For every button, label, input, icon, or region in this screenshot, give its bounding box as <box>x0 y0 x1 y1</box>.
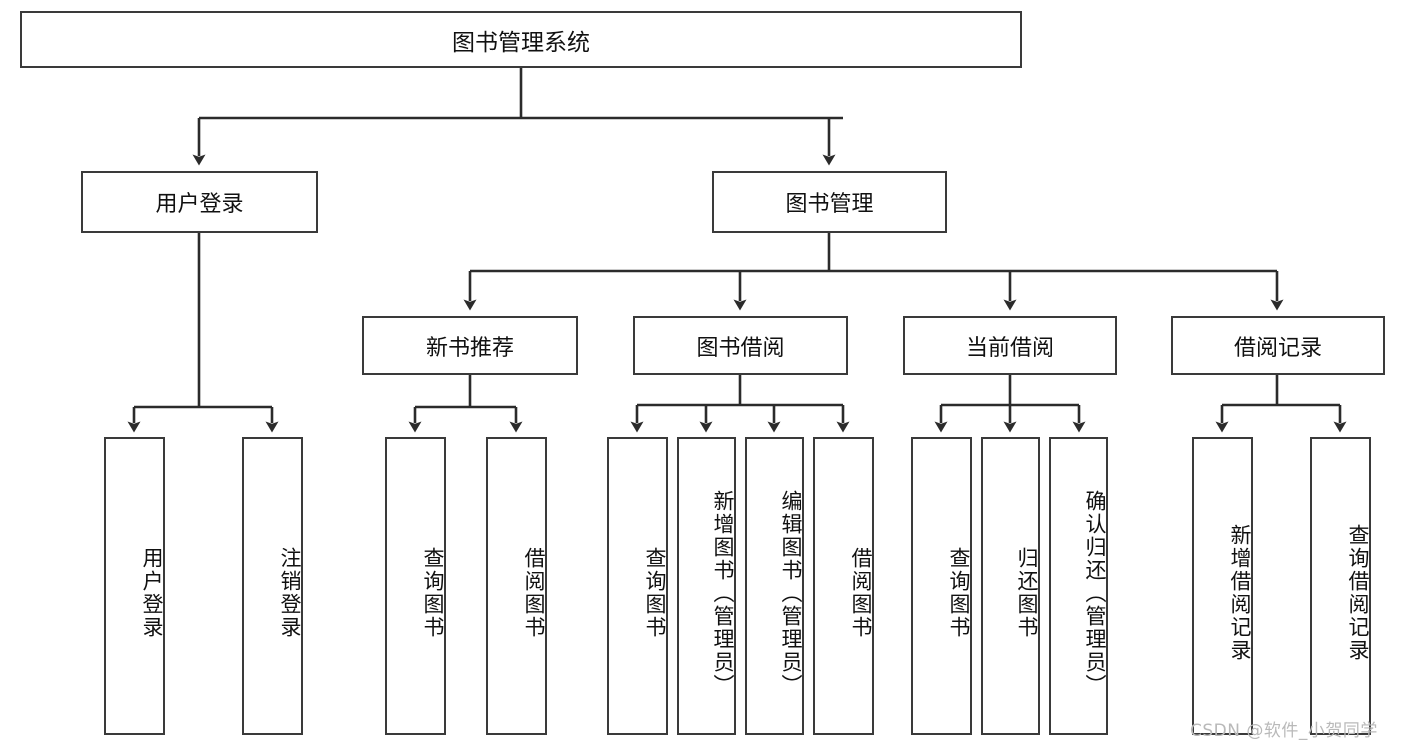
node-borrow-record[interactable]: 借阅记录 <box>1171 316 1385 375</box>
node-label: 编辑图书（管理员） <box>779 489 803 697</box>
node-label: 用户登录 <box>155 192 244 217</box>
node-label: 查询图书 <box>421 547 445 639</box>
node-label: 新书推荐 <box>425 335 514 361</box>
leaf-book-borrow-edit-book-admin[interactable]: 编辑图书（管理员） <box>745 437 804 735</box>
node-label: 查询图书 <box>947 547 971 639</box>
node-label: 用户登录 <box>140 547 164 639</box>
leaf-current-borrow-query-book[interactable]: 查询图书 <box>911 437 972 735</box>
leaf-book-borrow-query-book[interactable]: 查询图书 <box>607 437 668 735</box>
node-label: 借阅图书 <box>522 547 546 639</box>
node-label: 图书管理 <box>785 192 874 217</box>
node-label: 归还图书 <box>1015 547 1039 639</box>
leaf-new-book-query-book[interactable]: 查询图书 <box>385 437 446 735</box>
node-new-book-recommend[interactable]: 新书推荐 <box>362 316 578 375</box>
node-book-borrow[interactable]: 图书借阅 <box>633 316 848 375</box>
leaf-book-borrow-add-book-admin[interactable]: 新增图书（管理员） <box>677 437 736 735</box>
node-label: 当前借阅 <box>965 335 1054 361</box>
node-user-login[interactable]: 用户登录 <box>81 171 318 233</box>
node-label: 图书借阅 <box>696 335 785 361</box>
leaf-current-borrow-confirm-return-admin[interactable]: 确认归还（管理员） <box>1049 437 1108 735</box>
node-label: 新增图书（管理员） <box>711 489 735 697</box>
leaf-new-book-borrow-book[interactable]: 借阅图书 <box>486 437 547 735</box>
node-root-book-management-system[interactable]: 图书管理系统 <box>20 11 1022 68</box>
node-book-management[interactable]: 图书管理 <box>712 171 947 233</box>
node-label: 查询图书 <box>643 547 667 639</box>
node-label: 确认归还（管理员） <box>1083 489 1107 697</box>
node-label: 查询借阅记录 <box>1346 524 1370 662</box>
leaf-borrow-record-add-record[interactable]: 新增借阅记录 <box>1192 437 1253 735</box>
node-label: 借阅图书 <box>849 547 873 639</box>
node-current-borrow[interactable]: 当前借阅 <box>903 316 1117 375</box>
leaf-user-login-login[interactable]: 用户登录 <box>104 437 165 735</box>
leaf-book-borrow-borrow-book[interactable]: 借阅图书 <box>813 437 874 735</box>
node-label: 新增借阅记录 <box>1228 524 1252 662</box>
node-label: 注销登录 <box>278 547 302 639</box>
node-label: 图书管理系统 <box>452 29 590 56</box>
node-label: 借阅记录 <box>1233 335 1322 361</box>
leaf-borrow-record-query-record[interactable]: 查询借阅记录 <box>1310 437 1371 735</box>
leaf-user-login-logout[interactable]: 注销登录 <box>242 437 303 735</box>
leaf-current-borrow-return-book[interactable]: 归还图书 <box>981 437 1040 735</box>
